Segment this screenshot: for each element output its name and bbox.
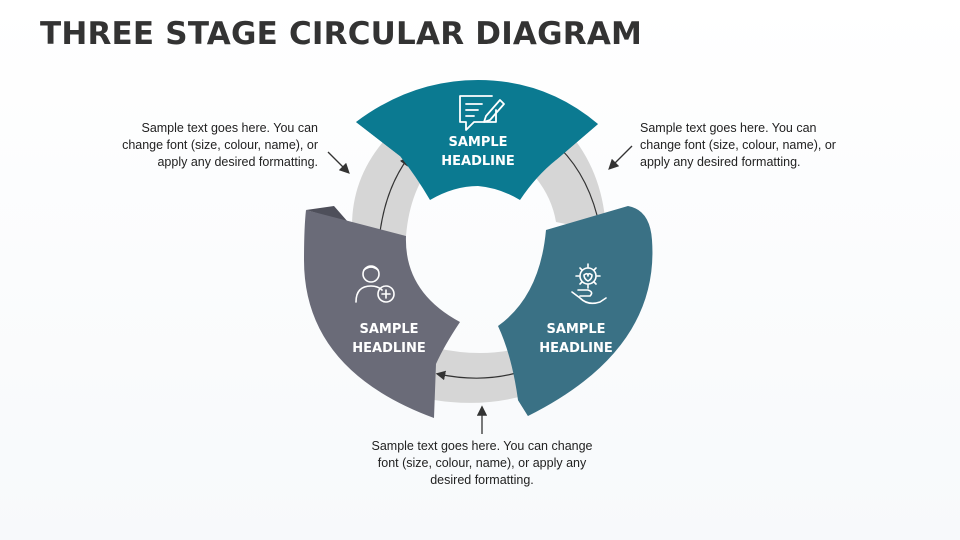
note-right: Sample text goes here. You can change fo… [640, 121, 836, 169]
arrow-top-left [379, 156, 410, 233]
segment-right[interactable] [498, 206, 653, 416]
segment-right-label-line1: SAMPLE [546, 322, 605, 337]
note-bottom: Sample text goes here. You can change fo… [371, 439, 593, 487]
segment-top[interactable] [356, 80, 598, 200]
segment-left-label-line2: HEADLINE [352, 341, 426, 356]
pointer-arrow-right [608, 145, 633, 170]
segment-left[interactable] [304, 210, 460, 418]
segment-left-label-line1: SAMPLE [359, 322, 418, 337]
note-left: Sample text goes here. You can change fo… [122, 121, 318, 169]
page-title: THREE STAGE CIRCULAR DIAGRAM [40, 16, 643, 52]
chat-edit-icon [459, 95, 505, 131]
segment-right-label-line2: HEADLINE [539, 341, 613, 356]
connector-band-bottom [434, 348, 530, 403]
user-plus-icon [355, 265, 395, 303]
segment-left-fold [306, 206, 348, 222]
hand-heart-gear-icon [571, 263, 607, 305]
pointer-arrow-left [327, 151, 350, 174]
segment-top-label-line2: HEADLINE [441, 154, 515, 169]
segment-top-label-line1: SAMPLE [448, 135, 507, 150]
